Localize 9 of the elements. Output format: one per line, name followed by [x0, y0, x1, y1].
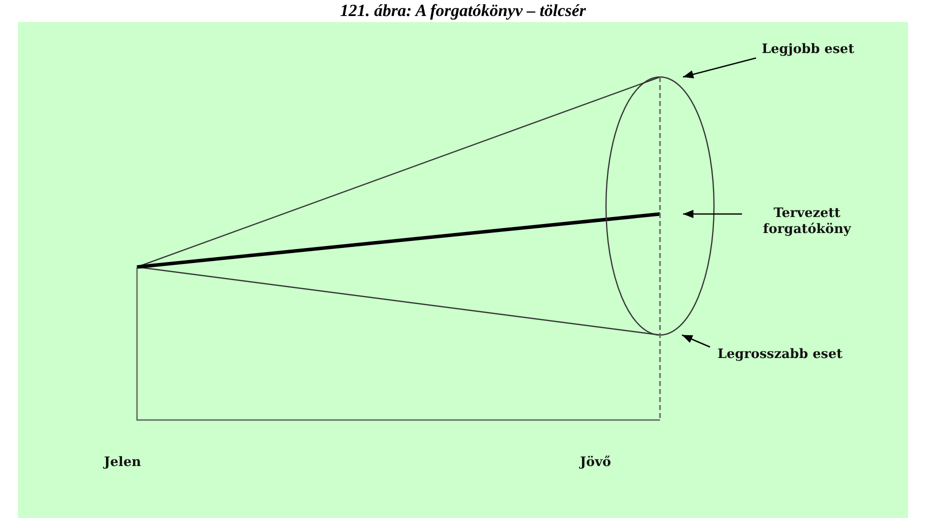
- leader-arrow: [682, 334, 710, 348]
- callout-label: Legrosszabb eset: [710, 347, 850, 363]
- leader-arrow: [683, 210, 742, 218]
- callout-label: Tervezett forgatóköny: [742, 206, 872, 238]
- time-axis-label: Jelen: [104, 455, 142, 471]
- callout-label: Legjobb eset: [756, 42, 860, 58]
- leader-arrow: [682, 57, 756, 78]
- time-axis-label: Jövő: [580, 455, 612, 471]
- figure-title: 121. ábra: A forgatókönyv – tölcsér: [339, 0, 587, 21]
